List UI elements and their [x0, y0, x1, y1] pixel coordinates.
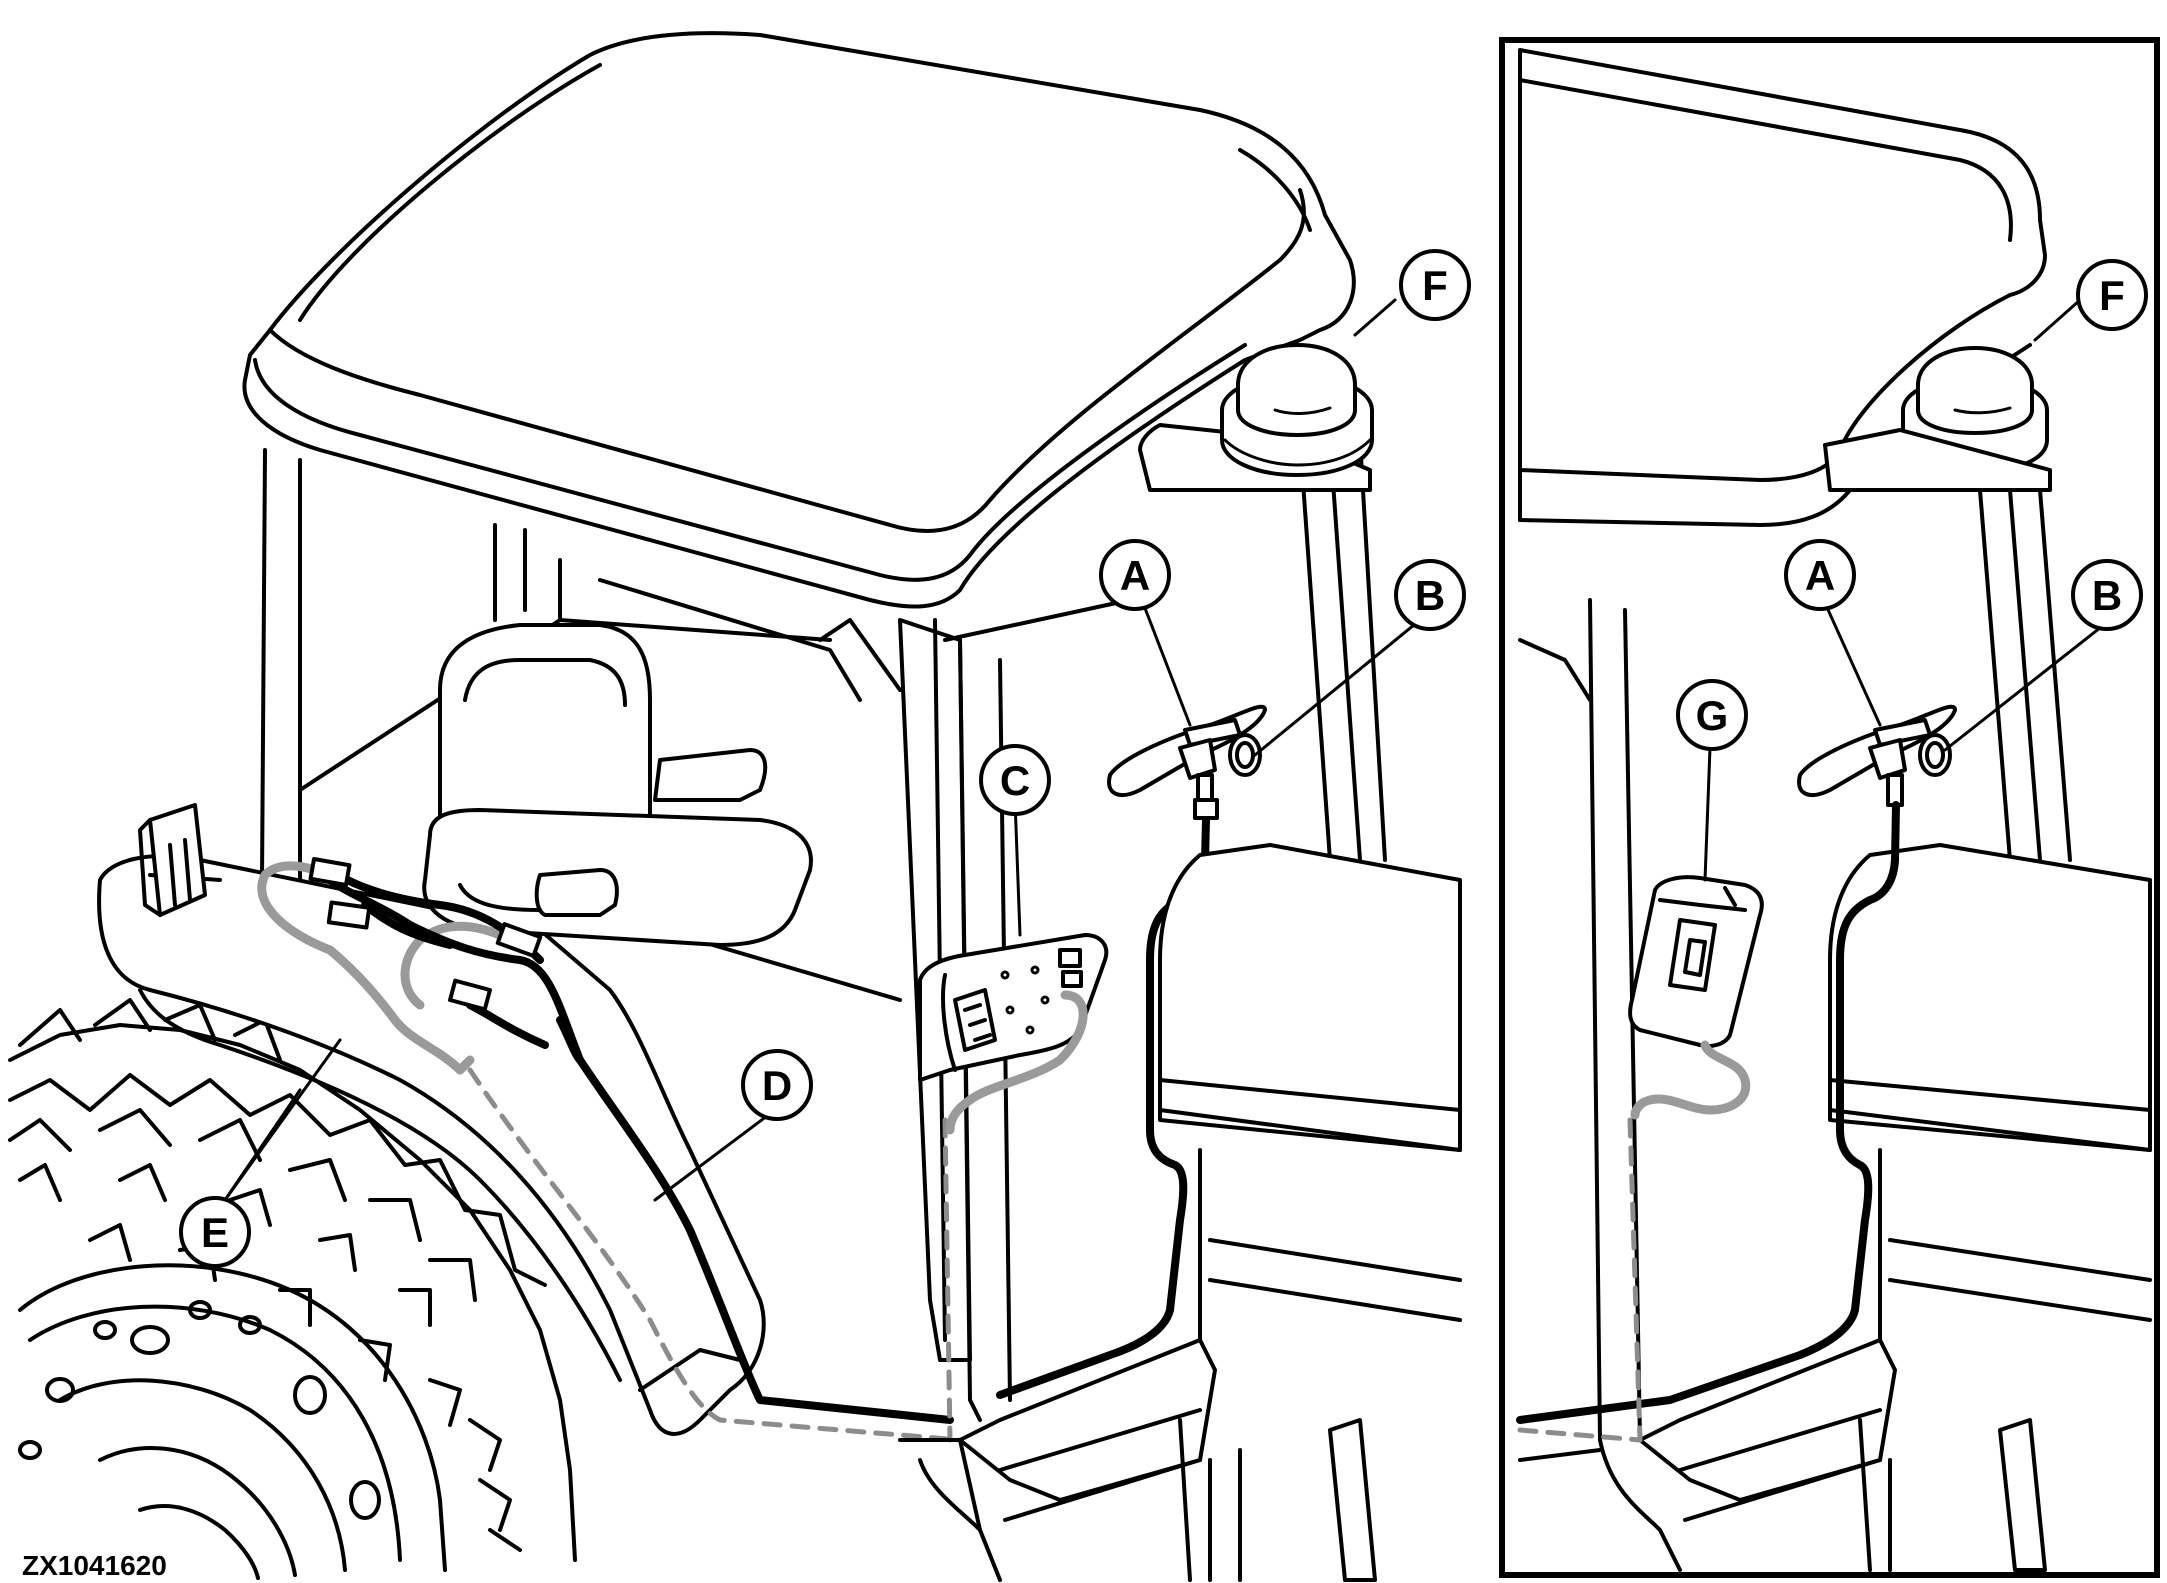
svg-text:F: F: [2099, 272, 2125, 319]
side-hood: [1158, 843, 1462, 1342]
svg-text:B: B: [2092, 572, 2122, 619]
svg-text:A: A: [1120, 552, 1150, 599]
cab-base: [898, 1338, 1377, 1582]
callout-e-left: E: [179, 1196, 251, 1268]
callout-d-left: D: [741, 1049, 813, 1121]
svg-text:G: G: [1696, 692, 1729, 739]
rear-tire: [8, 998, 577, 1562]
callout-b-inset: B: [2071, 559, 2143, 631]
svg-text:F: F: [1422, 262, 1448, 309]
callout-a-inset: A: [1784, 539, 1856, 611]
cab-roof: [242, 31, 1356, 609]
callout-b-left: B: [1394, 559, 1466, 631]
figure-id: ZX1041620: [22, 1550, 167, 1581]
wheel-hub: [18, 1263, 447, 1580]
fender-control-box: [138, 803, 207, 917]
callout-c-left: C: [979, 744, 1051, 816]
callout-a-left: A: [1099, 539, 1171, 611]
leader-lines-left: [223, 298, 1422, 1202]
svg-text:B: B: [1415, 572, 1445, 619]
cab-frame: [260, 438, 1387, 1422]
operator-seat: [422, 623, 813, 947]
svg-text:C: C: [1000, 757, 1030, 804]
callout-f-left: F: [1399, 249, 1471, 321]
callout-f-inset: F: [2076, 259, 2148, 331]
svg-text:D: D: [762, 1062, 792, 1109]
inset-view: F A B G: [1499, 37, 2160, 1578]
gps-receiver-left: [1138, 343, 1374, 492]
callout-g-inset: G: [1676, 679, 1748, 751]
main-view: F A B C D E ZX1041620: [8, 31, 1471, 1582]
svg-text:A: A: [1805, 552, 1835, 599]
hidden-routes-left: [467, 1067, 963, 1443]
display-c: [918, 933, 1109, 1135]
svg-text:E: E: [201, 1209, 229, 1256]
harness-connectors: [308, 857, 543, 1012]
fender: [97, 854, 766, 1436]
